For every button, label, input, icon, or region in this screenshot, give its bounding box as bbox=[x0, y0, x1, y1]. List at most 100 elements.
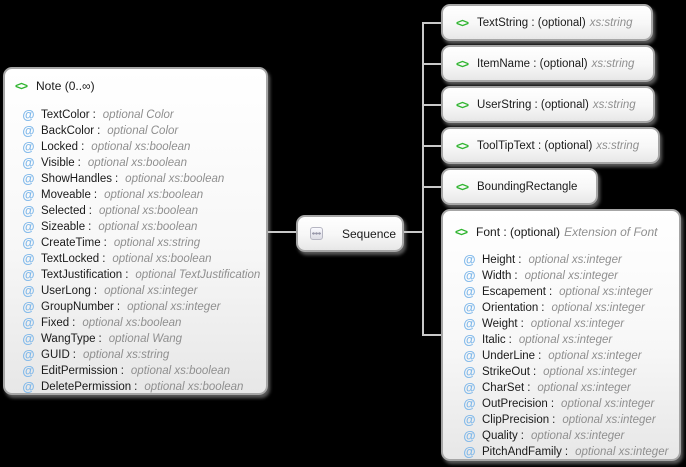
element-icon: <> bbox=[456, 56, 469, 71]
attribute-separator: : bbox=[508, 334, 512, 346]
attribute-type: optional xs:integer bbox=[548, 350, 642, 362]
note-title: Note (0..∞) bbox=[36, 79, 95, 93]
attribute-row[interactable]: @ CharSet : optional xs:integer bbox=[463, 380, 679, 396]
attribute-row[interactable]: @ TextColor : optional Color bbox=[22, 107, 266, 123]
attribute-row[interactable]: @ StrikeOut : optional xs:integer bbox=[463, 364, 679, 380]
font-attribute-list: @ Height : optional xs:integer @ Width :… bbox=[443, 252, 679, 460]
attribute-separator: : bbox=[538, 350, 542, 362]
sequence-dots-glyph bbox=[312, 232, 321, 235]
attribute-row[interactable]: @ DeletePermission : optional xs:boolean bbox=[22, 379, 266, 395]
attribute-icon: @ bbox=[22, 332, 35, 346]
attribute-icon: @ bbox=[463, 413, 476, 427]
attribute-name: DeletePermission bbox=[41, 381, 132, 393]
attribute-type: optional xs:integer bbox=[518, 334, 613, 346]
attribute-icon: @ bbox=[22, 188, 35, 202]
note-attribute-list: @ TextColor : optional Color @ BackColor… bbox=[5, 107, 266, 395]
attribute-icon: @ bbox=[463, 445, 476, 459]
font-header: <> Font : (optional) Extension of Font bbox=[443, 224, 679, 240]
attribute-row[interactable]: @ Moveable : optional xs:boolean bbox=[22, 187, 266, 203]
attribute-name: TextColor bbox=[41, 109, 90, 121]
element-box-userstring[interactable]: <> UserString : (optional) xs:string bbox=[441, 86, 655, 123]
attribute-row[interactable]: @ UnderLine : optional xs:integer bbox=[463, 348, 679, 364]
attribute-icon: @ bbox=[22, 172, 35, 186]
attribute-type: optional xs:integer bbox=[530, 318, 625, 330]
attribute-icon: @ bbox=[463, 381, 476, 395]
attribute-icon: @ bbox=[463, 253, 476, 267]
attribute-separator: : bbox=[93, 189, 98, 201]
attribute-type: optional xs:boolean bbox=[98, 205, 199, 217]
element-box-textstring[interactable]: <> TextString : (optional) xs:string bbox=[441, 4, 653, 41]
attribute-type: optional xs:integer bbox=[528, 254, 622, 266]
attribute-separator: : bbox=[72, 349, 76, 361]
attribute-name: Orientation bbox=[482, 302, 539, 314]
connector-trunk bbox=[422, 22, 424, 336]
note-header: <> Note (0..∞) bbox=[5, 78, 266, 94]
attribute-icon: @ bbox=[463, 269, 476, 283]
attribute-row[interactable]: @ Weight : optional xs:integer bbox=[463, 316, 679, 332]
attribute-type: optional xs:boolean bbox=[125, 173, 225, 185]
attribute-row[interactable]: @ Height : optional xs:integer bbox=[463, 252, 679, 268]
connector-note-to-sequence bbox=[268, 231, 296, 233]
attribute-icon: @ bbox=[463, 365, 476, 379]
attribute-type: optional xs:integer bbox=[127, 301, 221, 313]
attribute-row[interactable]: @ TextJustification : optional TextJusti… bbox=[22, 267, 266, 283]
element-box-tooltiptext[interactable]: <> ToolTipText : (optional) xs:string bbox=[441, 127, 660, 164]
attribute-row[interactable]: @ Selected : optional xs:boolean bbox=[22, 203, 266, 219]
element-type: xs:string bbox=[589, 16, 633, 29]
element-box-itemname[interactable]: <> ItemName : (optional) xs:string bbox=[441, 45, 655, 82]
sequence-box[interactable]: Sequence bbox=[296, 215, 404, 252]
attribute-icon: @ bbox=[22, 124, 35, 138]
element-box-font[interactable]: <> Font : (optional) Extension of Font @… bbox=[441, 209, 681, 461]
element-label: BoundingRectangle bbox=[477, 180, 578, 193]
connector-branch-itemname bbox=[424, 63, 441, 65]
attribute-row[interactable]: @ ShowHandles : optional xs:boolean bbox=[22, 171, 266, 187]
attribute-row[interactable]: @ Locked : optional xs:boolean bbox=[22, 139, 266, 155]
attribute-icon: @ bbox=[22, 300, 35, 314]
attribute-row[interactable]: @ GUID : optional xs:string bbox=[22, 347, 266, 363]
attribute-row[interactable]: @ Orientation : optional xs:integer bbox=[463, 300, 679, 316]
attribute-name: CharSet bbox=[482, 382, 525, 394]
attribute-row[interactable]: @ Escapement : optional xs:integer bbox=[463, 284, 679, 300]
attribute-row[interactable]: @ TextLocked : optional xs:boolean bbox=[22, 251, 266, 267]
attribute-icon: @ bbox=[463, 397, 476, 411]
attribute-name: StrikeOut bbox=[482, 366, 530, 378]
font-title: Font : (optional) bbox=[476, 225, 561, 239]
element-label: ToolTipText : (optional) bbox=[477, 139, 593, 152]
attribute-type: optional xs:integer bbox=[562, 414, 656, 426]
attribute-row[interactable]: @ Quality : optional xs:integer bbox=[463, 428, 679, 444]
attribute-row[interactable]: @ Fixed : optional xs:boolean bbox=[22, 315, 266, 331]
attribute-name: Weight bbox=[482, 318, 518, 330]
attribute-row[interactable]: @ GroupNumber : optional xs:integer bbox=[22, 299, 266, 315]
attribute-name: Height bbox=[482, 254, 516, 266]
attribute-separator: : bbox=[103, 237, 107, 249]
attribute-separator: : bbox=[520, 430, 524, 442]
attribute-separator: : bbox=[527, 382, 531, 394]
attribute-name: BackColor bbox=[41, 125, 95, 137]
connector-sequence-to-trunk bbox=[404, 231, 424, 233]
attribute-icon: @ bbox=[463, 301, 476, 315]
attribute-row[interactable]: @ WangType : optional Wang bbox=[22, 331, 266, 347]
attribute-icon: @ bbox=[22, 140, 35, 154]
attribute-row[interactable]: @ Width : optional xs:integer bbox=[463, 268, 679, 284]
attribute-row[interactable]: @ Sizeable : optional xs:boolean bbox=[22, 219, 266, 235]
attribute-row[interactable]: @ ClipPrecision : optional xs:integer bbox=[463, 412, 679, 428]
attribute-name: Escapement bbox=[482, 286, 546, 298]
attribute-separator: : bbox=[98, 333, 102, 345]
attribute-name: OutPrecision bbox=[482, 398, 548, 410]
attribute-row[interactable]: @ Italic : optional xs:integer bbox=[463, 332, 679, 348]
element-box-boundingrectangle[interactable]: <> BoundingRectangle bbox=[441, 168, 598, 205]
element-type: xs:string bbox=[592, 98, 636, 111]
attribute-row[interactable]: @ Visible : optional xs:boolean bbox=[22, 155, 266, 171]
attribute-separator: : bbox=[541, 302, 545, 314]
element-icon: <> bbox=[456, 97, 469, 112]
element-label: ItemName : (optional) bbox=[477, 57, 588, 70]
element-icon: <> bbox=[455, 225, 468, 239]
attribute-row[interactable]: @ EditPermission : optional xs:boolean bbox=[22, 363, 266, 379]
attribute-row[interactable]: @ UserLong : optional xs:integer bbox=[22, 283, 266, 299]
attribute-row[interactable]: @ PitchAndFamily : optional xs:integer bbox=[463, 444, 679, 460]
attribute-row[interactable]: @ CreateTime : optional xs:string bbox=[22, 235, 266, 251]
attribute-name: WangType bbox=[41, 333, 96, 345]
note-element-box[interactable]: <> Note (0..∞) @ TextColor : optional Co… bbox=[3, 67, 268, 395]
attribute-row[interactable]: @ BackColor : optional Color bbox=[22, 123, 266, 139]
attribute-row[interactable]: @ OutPrecision : optional xs:integer bbox=[463, 396, 679, 412]
